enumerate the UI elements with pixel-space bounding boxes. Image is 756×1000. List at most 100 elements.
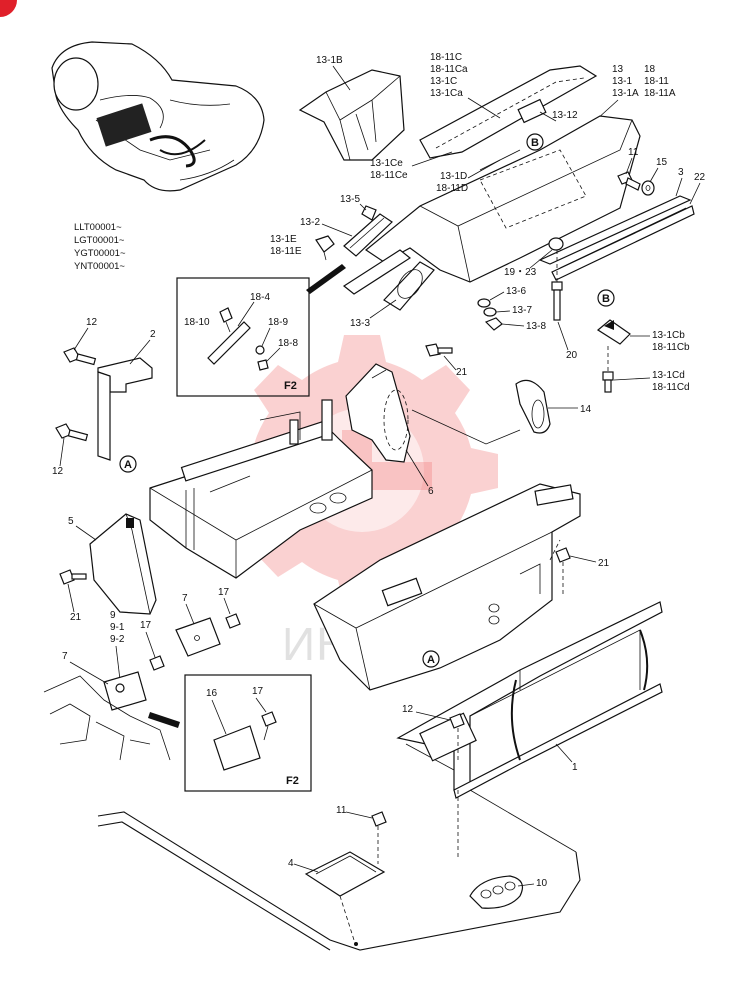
label-13-5: 13-5: [340, 194, 360, 205]
bolt-11-top: [617, 171, 641, 191]
bolt-12-upper: [63, 347, 97, 366]
bolt-20: [551, 281, 563, 321]
part-13-1E: [315, 235, 335, 261]
part-13-1B: [298, 69, 405, 161]
bolt-17-upper: [225, 613, 241, 629]
washer-13-6: [477, 298, 491, 308]
serial-list: LLT00001~ LGT00001~ YGT00001~ YNT00001~: [74, 222, 126, 272]
svg-text:B: B: [531, 137, 539, 149]
svg-text:13: 13: [612, 64, 624, 75]
grommet-10: [469, 875, 523, 909]
label-4: 4: [288, 858, 294, 869]
nut-13-8: [484, 317, 503, 331]
label-5: 5: [68, 516, 74, 527]
plate-4: [304, 851, 386, 897]
label-20: 20: [566, 350, 578, 361]
label-13-12: 13-12: [552, 110, 578, 121]
label-11-bottom: 11: [336, 805, 347, 816]
label-group-9: 9 9-1 9-2: [110, 610, 125, 645]
label-21-right: 21: [598, 558, 610, 569]
main-platform: [313, 483, 581, 691]
machine-lower-left-sketch: [43, 675, 171, 761]
pointer-arrow-f2-bottom: [148, 712, 180, 728]
label-11-top: 11: [628, 147, 639, 158]
bolt-11-bottom: [371, 811, 387, 864]
ref-marker-b-right: B: [597, 289, 615, 307]
svg-text:B: B: [602, 293, 610, 305]
pointer-arrow-f2-top: [306, 264, 346, 294]
label-18-4: 18-4: [250, 292, 270, 303]
label-group-13-1Cd: 13-1Cd 18-11Cd: [652, 370, 690, 393]
label-21-top: 21: [456, 367, 468, 378]
svg-text:A: A: [124, 459, 132, 471]
label-17-inset: 17: [252, 686, 264, 697]
part-18-11C-cover: [419, 65, 598, 159]
label-6: 6: [428, 486, 434, 497]
label-13-2: 13-2: [300, 217, 320, 228]
label-group-13: 13 13-1 13-1A: [612, 64, 639, 99]
plate-7-upper: [175, 617, 221, 657]
plate-7-lower: [103, 655, 165, 711]
svg-text:13-1Cb: 13-1Cb: [652, 330, 685, 341]
part-14: [515, 379, 551, 434]
label-group-18-11C: 18-11C 18-11Ca 13-1C 13-1Ca: [430, 52, 468, 99]
label-15: 15: [656, 157, 668, 168]
floor-plate: [97, 789, 581, 951]
part-19-23: [548, 237, 564, 251]
svg-text:18: 18: [644, 64, 656, 75]
svg-text:13-1Ce: 13-1Ce: [370, 158, 403, 169]
bolt-21-left: [59, 569, 87, 585]
svg-text:13-1A: 13-1A: [612, 88, 639, 99]
label-12-center: 12: [402, 704, 414, 715]
svg-text:13-1Cd: 13-1Cd: [652, 370, 685, 381]
bolt-13-1Cd: [602, 346, 614, 393]
svg-text:18-11Ce: 18-11Ce: [370, 170, 408, 181]
serial-2: LGT00001~: [74, 235, 125, 246]
label-2: 2: [150, 329, 156, 340]
label-7-upper: 7: [182, 593, 188, 604]
label-group-13-1Cb: 13-1Cb 18-11Cb: [652, 330, 690, 353]
part-3-rail: [538, 195, 695, 281]
ref-marker-a-right: A: [422, 650, 440, 668]
svg-text:18-11E: 18-11E: [270, 246, 302, 257]
svg-text:18-11Cb: 18-11Cb: [652, 342, 690, 353]
label-18-8: 18-8: [278, 338, 298, 349]
svg-text:9-2: 9-2: [110, 634, 125, 645]
svg-text:18-11A: 18-11A: [644, 88, 676, 99]
corner-badge: [0, 0, 17, 17]
bolt-12-center: [449, 713, 465, 760]
serial-4: YNT00001~: [74, 261, 125, 272]
svg-text:13-1: 13-1: [612, 76, 632, 87]
label-group-13-1D: 13-1D 18-11D: [436, 171, 468, 194]
svg-text:18-11: 18-11: [644, 76, 669, 87]
label-22: 22: [694, 172, 706, 183]
bolt-21-top: [425, 343, 453, 357]
svg-text:18-11Ca: 18-11Ca: [430, 64, 468, 75]
part-13-1Cb: [596, 319, 631, 345]
ref-marker-a-left: A: [119, 455, 137, 473]
label-18-10: 18-10: [184, 317, 210, 328]
label-group-13-1Ce: 13-1Ce 18-11Ce: [370, 158, 408, 181]
serial-1: LLT00001~: [74, 222, 122, 233]
label-13-1B: 13-1B: [316, 55, 343, 66]
label-17-upper: 17: [218, 587, 230, 598]
svg-text:13-1C: 13-1C: [430, 76, 457, 87]
label-12-upper: 12: [86, 317, 98, 328]
svg-text:13-1D: 13-1D: [440, 171, 467, 182]
machine-overview: [51, 41, 265, 192]
inset-title-f2-bottom: F2: [286, 775, 299, 787]
label-13-7: 13-7: [512, 305, 532, 316]
cover-5: [89, 513, 157, 615]
inset-title-f2-top: F2: [284, 380, 297, 392]
bolt-12-lower: [55, 423, 89, 442]
svg-text:9: 9: [110, 610, 116, 621]
svg-text:A: A: [427, 654, 435, 666]
main-left-frame: [149, 399, 373, 579]
label-10: 10: [536, 878, 548, 889]
label-1: 1: [572, 762, 578, 773]
label-14: 14: [580, 404, 592, 415]
part-13-2: [343, 213, 393, 257]
ref-marker-b-top: B: [526, 133, 544, 151]
label-3: 3: [678, 167, 684, 178]
